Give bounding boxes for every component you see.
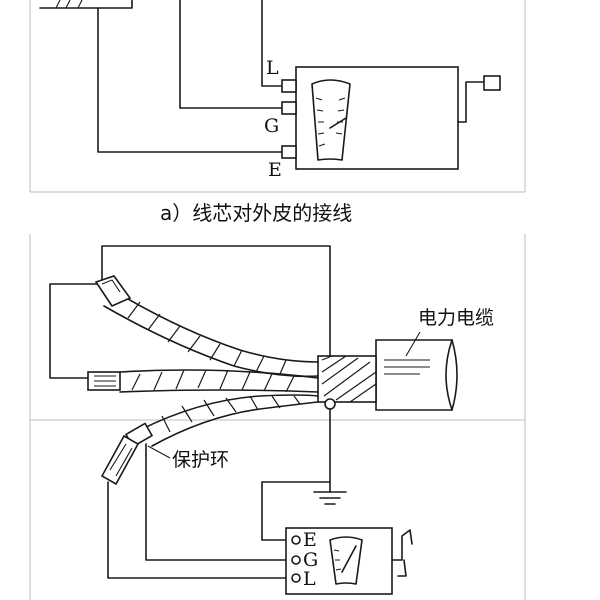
cable-label-leader: [405, 331, 421, 357]
meter-dial-a: [311, 79, 351, 161]
label-g-a: G: [264, 115, 279, 137]
label-e-b: E: [303, 529, 317, 551]
wire-l-a: [261, 0, 283, 87]
terminal-l-a: [281, 79, 297, 93]
core-1-tip: [94, 275, 132, 308]
guard-ring-leader: [147, 445, 171, 459]
ground-icon: [313, 408, 347, 505]
wire-e-b: [261, 481, 331, 541]
cable-cores: [87, 275, 319, 486]
core-3-tip: [100, 434, 140, 486]
caption-a: a）线芯对外皮的接线: [160, 201, 352, 225]
wire-e-a: [97, 7, 283, 153]
terminal-g-a: [281, 101, 297, 115]
cable-stub: [39, 0, 133, 9]
terminal-g-b: [291, 555, 301, 565]
megohmmeter-b: [285, 527, 413, 595]
wire-loop-b: [49, 283, 103, 379]
wire-g-b: [145, 443, 293, 561]
wire-l-b: [107, 481, 293, 579]
label-e-a: E: [268, 159, 282, 181]
wire-g-a: [179, 0, 283, 109]
terminal-l-b: [291, 573, 301, 583]
wire-top-b: [101, 245, 331, 361]
crank-handle-icon: [457, 75, 501, 123]
terminal-e-b: [291, 535, 301, 545]
label-g-b: G: [303, 549, 318, 571]
shield-junction: [324, 398, 336, 410]
power-cable: [317, 339, 458, 411]
label-l-a: L: [266, 57, 279, 79]
meter-dial-b: [329, 536, 363, 585]
terminal-e-a: [281, 145, 297, 159]
diagram-a: L G E a）线芯对外皮的接线: [29, 0, 526, 225]
crank-handle-icon: [391, 529, 413, 577]
megohmmeter-a: [281, 66, 501, 170]
cable-label: 电力电缆: [418, 307, 494, 329]
diagram-b: 电力电缆 保护环 E G L: [29, 234, 526, 600]
label-l-b: L: [303, 568, 316, 590]
guard-ring-label: 保护环: [172, 449, 229, 471]
